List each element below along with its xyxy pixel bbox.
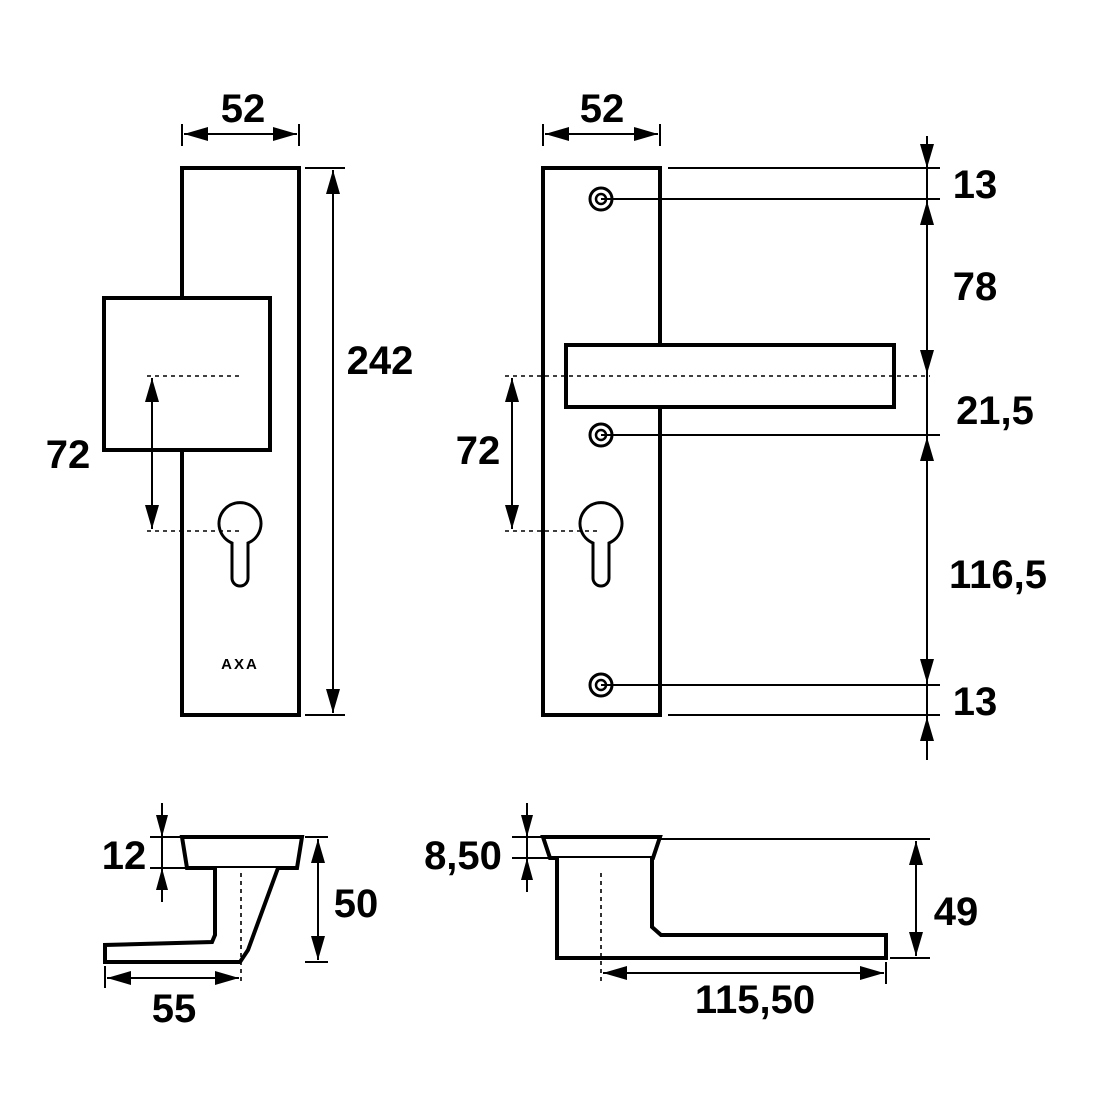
arrow-head xyxy=(920,350,934,374)
arrow-head xyxy=(920,437,934,461)
arrow-head xyxy=(634,127,658,141)
arrow-head xyxy=(156,815,168,837)
dim-label-bottom-screw: 13 xyxy=(953,680,998,724)
total-height-label: 50 xyxy=(334,882,379,926)
dim-label-top-screw: 13 xyxy=(953,163,998,207)
arrow-head xyxy=(215,971,239,985)
arrow-head xyxy=(273,127,297,141)
arrow-head xyxy=(145,505,159,529)
lever-body-profile xyxy=(555,858,888,960)
front-view-square-rose: AXA 52 242 72 xyxy=(46,87,414,717)
arrow-head xyxy=(909,932,923,956)
dim-label-handle-to-screw: 21,5 xyxy=(956,389,1034,433)
arrow-head xyxy=(603,966,627,980)
arrow-head xyxy=(545,127,569,141)
arrow-head xyxy=(505,505,519,529)
arrow-head xyxy=(521,815,533,837)
square-rose xyxy=(102,296,272,452)
lever-rose-profile xyxy=(540,835,663,860)
arrow-head xyxy=(184,127,208,141)
arrow-head xyxy=(920,659,934,683)
arrow-head xyxy=(920,717,934,741)
arrow-head xyxy=(107,971,131,985)
arrow-head xyxy=(145,378,159,402)
width-dimension-label: 52 xyxy=(580,87,625,131)
arrow-head xyxy=(326,689,340,713)
length-label: 115,50 xyxy=(695,978,815,1022)
side-view-knob: 12 50 55 xyxy=(102,803,379,1031)
arrow-head xyxy=(920,144,934,168)
knob-rose-profile xyxy=(179,835,305,870)
arrow-head xyxy=(909,841,923,865)
projection-label: 55 xyxy=(152,987,197,1031)
side-view-lever: 8,50 49 115,50 xyxy=(424,803,978,1022)
dim-label-screw-to-handle: 78 xyxy=(953,265,998,309)
brand-logo: AXA xyxy=(221,656,259,673)
base-height-label: 8,50 xyxy=(424,834,502,878)
arrow-head xyxy=(860,966,884,980)
center-distance-label: 72 xyxy=(46,433,91,477)
arrow-head xyxy=(311,839,325,863)
arrow-head xyxy=(156,868,168,890)
cylinder-keyhole xyxy=(578,501,624,588)
dim-label-screw-to-screw: 116,5 xyxy=(949,553,1047,597)
height-dimension-label: 242 xyxy=(347,339,414,383)
arrow-head xyxy=(920,201,934,225)
arrow-head xyxy=(326,170,340,194)
cylinder-keyhole xyxy=(217,501,263,588)
knob-body-profile xyxy=(103,867,280,964)
arrow-head xyxy=(521,858,533,880)
total-height-label: 49 xyxy=(934,890,979,934)
arrow-head xyxy=(311,936,325,960)
center-distance-label: 72 xyxy=(456,429,501,473)
arrow-head xyxy=(505,378,519,402)
front-view-lever-handle: 52 72 13 78 21,5 116,5 13 xyxy=(456,87,1047,760)
width-dimension-label: 52 xyxy=(221,87,266,131)
base-height-label: 12 xyxy=(102,834,147,878)
